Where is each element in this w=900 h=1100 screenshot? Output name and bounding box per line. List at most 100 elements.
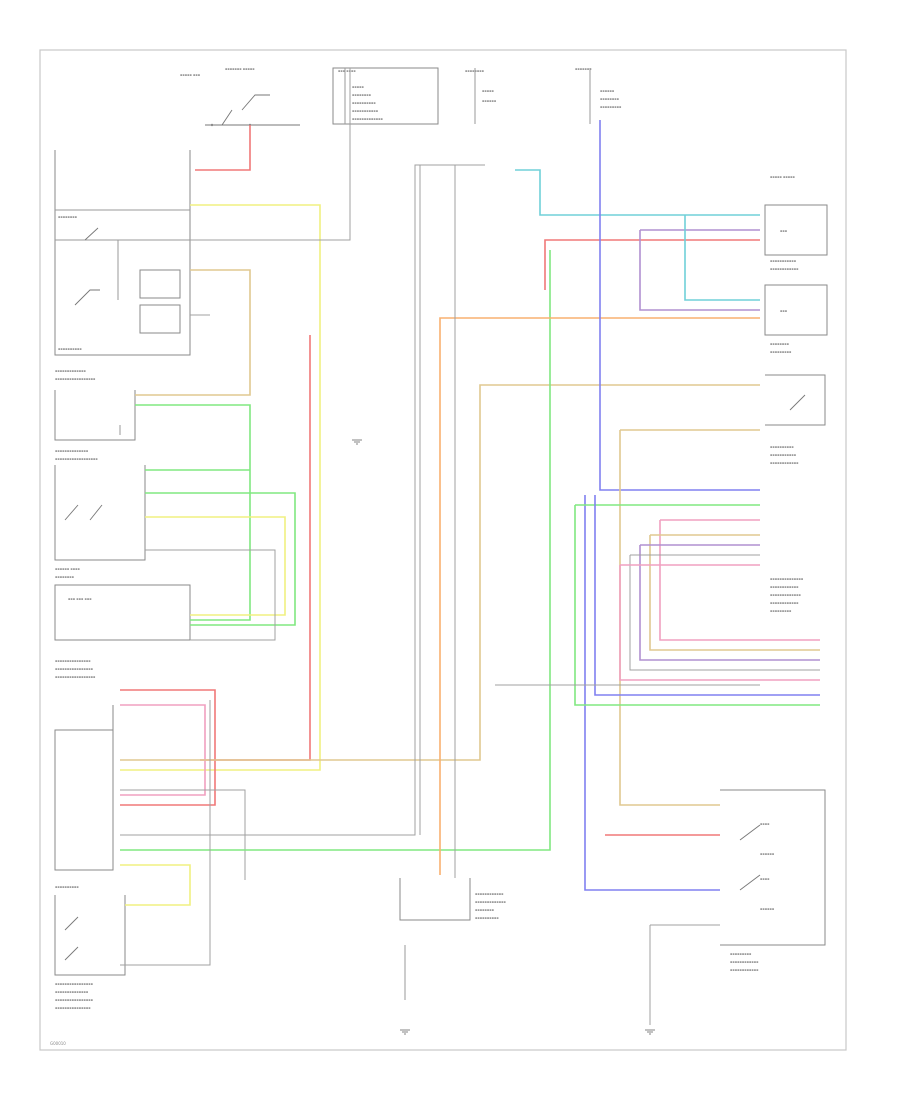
svg-text:▪▪▪▪▪▪▪▪▪▪▪: ▪▪▪▪▪▪▪▪▪▪▪ bbox=[352, 109, 379, 113]
wire-red-21 bbox=[544, 239, 760, 290]
wire-red-0 bbox=[195, 125, 251, 171]
wire-red-5 bbox=[200, 335, 311, 761]
wire-cyan-20 bbox=[515, 169, 760, 216]
svg-text:▪▪▪▪▪▪▪ ▪▪▪▪▪: ▪▪▪▪▪▪▪ ▪▪▪▪▪ bbox=[225, 67, 255, 71]
svg-text:▪▪▪▪▪▪ ▪▪▪▪: ▪▪▪▪▪▪ ▪▪▪▪ bbox=[55, 567, 80, 571]
ignition-switch: ▪▪▪▪▪ ▪▪▪ ▪▪▪▪▪▪▪ ▪▪▪▪▪ bbox=[180, 67, 300, 140]
bottom-right-switch-module: ▪▪▪▪ ▪▪▪▪▪▪ ▪▪▪▪ ▪▪▪▪▪▪ ▪▪▪▪▪▪▪▪▪ ▪▪▪▪▪▪… bbox=[720, 789, 826, 972]
svg-text:▪▪▪▪▪: ▪▪▪▪▪ bbox=[482, 89, 494, 93]
svg-text:▪▪▪▪▪▪▪▪▪▪▪▪▪▪▪▪▪▪: ▪▪▪▪▪▪▪▪▪▪▪▪▪▪▪▪▪▪ bbox=[55, 457, 98, 461]
wire-green-33 bbox=[574, 505, 820, 706]
svg-text:▪▪▪▪▪▪▪▪▪▪▪▪▪▪▪▪▪: ▪▪▪▪▪▪▪▪▪▪▪▪▪▪▪▪▪ bbox=[55, 675, 96, 679]
svg-text:▪▪▪▪▪▪: ▪▪▪▪▪▪ bbox=[760, 852, 775, 856]
svg-text:▪▪▪▪▪▪▪▪▪: ▪▪▪▪▪▪▪▪▪ bbox=[600, 105, 622, 109]
svg-text:▪▪▪▪▪▪▪▪▪▪▪▪: ▪▪▪▪▪▪▪▪▪▪▪▪ bbox=[770, 601, 799, 605]
fuse-panel-top-center: ▪▪▪ ▪▪▪▪ ▪▪▪▪▪ ▪▪▪▪▪▪▪▪ ▪▪▪▪▪▪▪▪▪▪ ▪▪▪▪▪… bbox=[332, 67, 439, 125]
svg-text:▪▪▪: ▪▪▪ bbox=[780, 309, 788, 313]
svg-text:▪▪▪▪▪▪▪▪▪▪▪▪▪▪: ▪▪▪▪▪▪▪▪▪▪▪▪▪▪ bbox=[55, 449, 89, 453]
svg-text:▪▪▪▪▪▪▪▪▪▪▪▪▪▪▪▪▪: ▪▪▪▪▪▪▪▪▪▪▪▪▪▪▪▪▪ bbox=[55, 377, 96, 381]
right-pressure-switch: ▪▪▪▪▪▪▪▪ ▪▪▪▪▪▪▪▪▪ ▪▪▪▪▪▪▪▪▪▪ ▪▪▪▪▪▪▪▪▪▪… bbox=[765, 342, 826, 465]
svg-text:▪▪▪▪▪▪▪▪▪▪▪▪▪: ▪▪▪▪▪▪▪▪▪▪▪▪▪ bbox=[770, 593, 801, 597]
wire-tan-28 bbox=[619, 430, 720, 806]
ground-symbols bbox=[352, 439, 655, 1035]
wire-green-6 bbox=[135, 404, 251, 621]
svg-text:▪▪▪▪▪▪▪▪▪▪▪▪: ▪▪▪▪▪▪▪▪▪▪▪▪ bbox=[730, 960, 759, 964]
svg-text:▪▪▪▪▪▪▪▪▪▪: ▪▪▪▪▪▪▪▪▪▪ bbox=[770, 445, 794, 449]
diagram-frame bbox=[39, 49, 847, 1051]
svg-text:▪▪▪▪▪ ▪▪▪: ▪▪▪▪▪ ▪▪▪ bbox=[180, 73, 201, 77]
svg-text:▪▪▪▪▪▪▪▪▪▪▪▪: ▪▪▪▪▪▪▪▪▪▪▪▪ bbox=[770, 461, 799, 465]
svg-text:▪▪▪▪▪▪▪▪▪▪▪▪▪: ▪▪▪▪▪▪▪▪▪▪▪▪▪ bbox=[55, 369, 86, 373]
bottom-left-switch: ▪▪▪▪▪▪▪▪▪▪ ▪▪▪▪▪▪▪▪▪▪▪▪▪▪▪▪ ▪▪▪▪▪▪▪▪▪▪▪▪… bbox=[54, 885, 126, 1010]
wire-layer bbox=[120, 68, 820, 1025]
fuse-panel-top-right: ▪▪▪▪▪▪▪▪ ▪▪▪▪▪▪▪ ▪▪▪▪▪ ▪▪▪▪▪▪ ▪▪▪▪▪▪ ▪▪▪… bbox=[465, 67, 622, 124]
svg-text:▪▪▪▪▪▪▪▪▪▪▪▪: ▪▪▪▪▪▪▪▪▪▪▪▪ bbox=[730, 968, 759, 972]
svg-text:▪▪▪▪▪▪▪▪▪▪▪▪▪▪▪▪: ▪▪▪▪▪▪▪▪▪▪▪▪▪▪▪▪ bbox=[55, 982, 94, 986]
wire-blue-34 bbox=[594, 495, 820, 696]
svg-text:▪▪▪▪▪▪▪▪▪: ▪▪▪▪▪▪▪▪▪ bbox=[770, 350, 792, 354]
wire-gray-2 bbox=[190, 68, 351, 241]
wire-red-11 bbox=[120, 689, 216, 806]
switch-group-mid-left: ▪▪▪▪▪▪▪▪▪▪▪▪▪▪ ▪▪▪▪▪▪▪▪▪▪▪▪▪▪▪▪▪▪ bbox=[54, 449, 146, 561]
svg-text:▪▪▪▪▪: ▪▪▪▪▪ bbox=[352, 85, 364, 89]
svg-text:▪▪▪▪▪▪▪▪: ▪▪▪▪▪▪▪▪ bbox=[58, 215, 78, 219]
svg-text:▪▪▪▪▪▪▪▪: ▪▪▪▪▪▪▪▪ bbox=[770, 342, 790, 346]
svg-text:▪▪▪▪▪▪▪▪▪▪▪▪▪▪▪▪: ▪▪▪▪▪▪▪▪▪▪▪▪▪▪▪▪ bbox=[55, 998, 94, 1002]
svg-text:▪▪▪▪▪▪▪▪▪▪▪: ▪▪▪▪▪▪▪▪▪▪▪ bbox=[770, 259, 797, 263]
svg-text:▪▪▪▪▪▪▪▪▪▪▪▪▪▪▪: ▪▪▪▪▪▪▪▪▪▪▪▪▪▪▪ bbox=[55, 1006, 91, 1010]
svg-text:▪▪▪▪▪ ▪▪▪▪▪: ▪▪▪▪▪ ▪▪▪▪▪ bbox=[770, 175, 795, 179]
svg-text:▪▪▪▪▪▪▪▪: ▪▪▪▪▪▪▪▪ bbox=[465, 69, 485, 73]
right-solenoid-boxes: ▪▪▪▪▪ ▪▪▪▪▪ ▪▪▪▪▪▪▪▪▪▪▪ ▪▪▪▪▪▪▪▪▪▪▪▪ ▪▪▪… bbox=[764, 175, 828, 336]
svg-text:▪▪▪▪▪▪▪▪▪▪▪▪▪▪▪▪: ▪▪▪▪▪▪▪▪▪▪▪▪▪▪▪▪ bbox=[55, 667, 94, 671]
svg-text:▪▪▪▪: ▪▪▪▪ bbox=[760, 877, 770, 881]
svg-text:▪▪▪▪▪▪▪▪▪▪▪▪▪: ▪▪▪▪▪▪▪▪▪▪▪▪▪ bbox=[352, 117, 383, 121]
wire-green-16 bbox=[120, 250, 551, 851]
wire-gray-19 bbox=[120, 700, 211, 966]
svg-text:▪▪▪ ▪▪▪▪: ▪▪▪ ▪▪▪▪ bbox=[338, 69, 356, 73]
svg-text:▪▪▪▪▪▪▪▪▪▪: ▪▪▪▪▪▪▪▪▪▪ bbox=[58, 347, 82, 351]
wire-yellow-18 bbox=[120, 864, 191, 906]
wire-yellow-9 bbox=[145, 516, 286, 616]
wire-pink-44 bbox=[619, 565, 820, 681]
svg-text:▪▪▪▪▪▪▪▪▪▪▪▪▪▪▪: ▪▪▪▪▪▪▪▪▪▪▪▪▪▪▪ bbox=[55, 659, 91, 663]
figure-id: G00010 bbox=[50, 1041, 66, 1046]
wire-tan-3 bbox=[135, 269, 251, 396]
svg-text:▪▪▪▪▪▪▪▪: ▪▪▪▪▪▪▪▪ bbox=[352, 93, 372, 97]
svg-text:▪▪▪▪▪▪▪▪▪▪: ▪▪▪▪▪▪▪▪▪▪ bbox=[475, 916, 499, 920]
wire-orange-17 bbox=[439, 317, 760, 875]
svg-text:▪▪▪▪▪▪: ▪▪▪▪▪▪ bbox=[600, 89, 615, 93]
svg-text:▪▪▪▪▪▪▪▪▪▪▪▪▪▪: ▪▪▪▪▪▪▪▪▪▪▪▪▪▪ bbox=[55, 990, 89, 994]
wire-gray-10 bbox=[145, 549, 276, 641]
svg-text:▪▪▪▪▪▪▪▪▪▪▪▪▪: ▪▪▪▪▪▪▪▪▪▪▪▪▪ bbox=[475, 900, 506, 904]
wire-purple-40 bbox=[639, 545, 820, 661]
wire-green-8 bbox=[145, 492, 296, 626]
svg-text:▪▪▪▪▪▪▪▪▪▪▪▪: ▪▪▪▪▪▪▪▪▪▪▪▪ bbox=[475, 892, 504, 896]
svg-text:▪▪▪▪▪▪▪▪▪: ▪▪▪▪▪▪▪▪▪ bbox=[730, 952, 752, 956]
svg-text:▪▪▪▪▪▪▪▪▪▪▪▪: ▪▪▪▪▪▪▪▪▪▪▪▪ bbox=[770, 585, 799, 589]
wire-tan-14 bbox=[120, 384, 760, 761]
wire-pink-36 bbox=[659, 520, 820, 641]
svg-text:▪▪▪▪▪▪▪▪▪▪▪: ▪▪▪▪▪▪▪▪▪▪▪ bbox=[770, 453, 797, 457]
svg-text:▪▪▪ ▪▪▪ ▪▪▪: ▪▪▪ ▪▪▪ ▪▪▪ bbox=[68, 597, 92, 601]
wire-blue-23 bbox=[584, 495, 720, 891]
wire-purple-25 bbox=[639, 230, 760, 311]
svg-text:▪▪▪▪▪▪▪▪▪▪: ▪▪▪▪▪▪▪▪▪▪ bbox=[352, 101, 376, 105]
svg-text:▪▪▪▪▪▪: ▪▪▪▪▪▪ bbox=[760, 907, 775, 911]
svg-text:▪▪▪▪▪▪▪▪: ▪▪▪▪▪▪▪▪ bbox=[55, 575, 75, 579]
wire-cyan-26 bbox=[684, 215, 760, 301]
sender-unit-1: ▪▪▪▪▪▪▪▪▪▪▪▪▪ ▪▪▪▪▪▪▪▪▪▪▪▪▪▪▪▪▪ bbox=[54, 369, 136, 441]
wire-gray-15 bbox=[120, 164, 485, 836]
svg-text:▪▪▪: ▪▪▪ bbox=[780, 229, 788, 233]
main-module-lower-left: ▪▪▪▪▪▪▪▪▪▪▪▪▪▪▪ ▪▪▪▪▪▪▪▪▪▪▪▪▪▪▪▪ ▪▪▪▪▪▪▪… bbox=[54, 659, 114, 871]
svg-text:▪▪▪▪▪▪▪▪▪▪▪▪▪▪: ▪▪▪▪▪▪▪▪▪▪▪▪▪▪ bbox=[770, 577, 804, 581]
connector-block: ▪▪▪▪▪▪ ▪▪▪▪ ▪▪▪▪▪▪▪▪ ▪▪▪ ▪▪▪ ▪▪▪ bbox=[54, 567, 191, 641]
wire-pink-12 bbox=[120, 704, 206, 796]
svg-text:▪▪▪▪▪▪▪▪▪▪: ▪▪▪▪▪▪▪▪▪▪ bbox=[55, 885, 79, 889]
wire-yellow-1 bbox=[120, 204, 321, 771]
svg-text:▪▪▪▪▪▪▪▪▪: ▪▪▪▪▪▪▪▪▪ bbox=[770, 609, 792, 613]
svg-text:▪▪▪▪▪▪▪▪: ▪▪▪▪▪▪▪▪ bbox=[475, 908, 495, 912]
wire-blue-22 bbox=[599, 120, 760, 491]
svg-text:▪▪▪▪▪▪: ▪▪▪▪▪▪ bbox=[482, 99, 497, 103]
